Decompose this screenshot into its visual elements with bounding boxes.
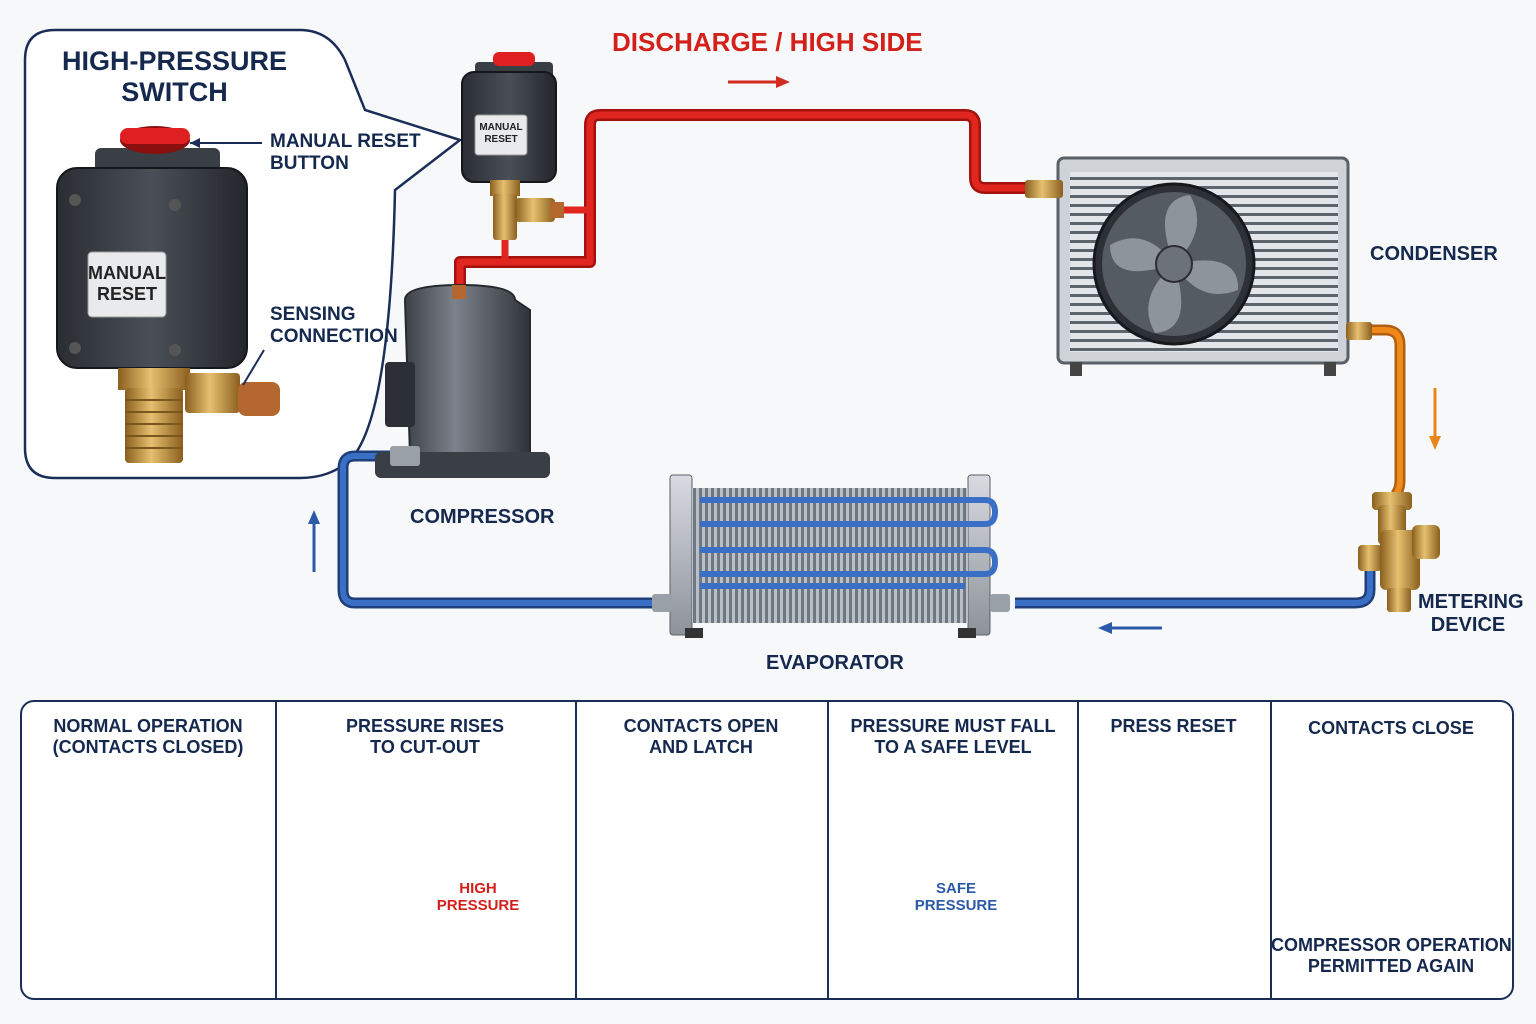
step-divider (1077, 702, 1079, 998)
step-3-title-line1: CONTACTS OPEN (623, 716, 779, 736)
condenser-label: CONDENSER (1370, 243, 1498, 265)
evaporator (652, 474, 1010, 638)
step-6-note-line2: PERMITTED AGAIN (1307, 955, 1475, 976)
callout-title: HIGH-PRESSURE SWITCH (62, 46, 287, 108)
callout-switch (56, 126, 280, 463)
step-1-title-line2: (CONTACTS CLOSED) (52, 736, 244, 757)
sequence-panel (20, 700, 1514, 1000)
callout-plate-line1: MANUAL (88, 263, 166, 283)
high-pressure-label: HIGH PRESSURE (430, 880, 526, 915)
step-5-title-line1: PRESS RESET (1110, 716, 1237, 736)
safe-gauge-line1: SAFE (935, 880, 976, 897)
leader-sensing (242, 349, 265, 386)
callout-plate-line2: RESET (96, 283, 157, 304)
step-2-title: PRESSURE RISES TO CUT-OUT (276, 716, 574, 757)
step-divider (827, 702, 829, 998)
step-6-title-line1: CONTACTS CLOSE (1308, 718, 1474, 738)
mounted-switch-plate: MANUAL RESET (475, 122, 527, 145)
high-gauge-line1: HIGH (459, 880, 497, 897)
step-6-title: CONTACTS CLOSE (1271, 718, 1511, 739)
condenser-unit (1025, 156, 1372, 376)
step-3-title: CONTACTS OPEN AND LATCH (576, 716, 826, 757)
compressor-label: COMPRESSOR (410, 506, 555, 528)
mounted-switch (461, 52, 564, 240)
callout-title-line2: SWITCH (121, 77, 228, 108)
step-2-title-line1: PRESSURE RISES (345, 716, 505, 736)
reset-button-icon (493, 52, 535, 66)
liquid-line (1370, 324, 1406, 499)
reset-button-label-line2: BUTTON (270, 152, 349, 174)
step-1-title-line1: NORMAL OPERATION (53, 716, 243, 736)
step-divider (575, 702, 577, 998)
step-4-title: PRESSURE MUST FALL TO A SAFE LEVEL (828, 716, 1078, 757)
step-4-title-line2: TO A SAFE LEVEL (874, 736, 1032, 757)
safe-pressure-label: SAFE PRESSURE (908, 880, 1004, 915)
safe-gauge-line2: PRESSURE (914, 897, 998, 915)
step-3-title-line2: AND LATCH (649, 736, 753, 757)
mounted-plate-line1: MANUAL (479, 122, 523, 133)
high-gauge-line2: PRESSURE (436, 897, 520, 915)
metering-label-line2: DEVICE (1430, 614, 1506, 636)
reset-button-label: MANUAL RESET BUTTON (270, 131, 421, 175)
step-2-title-line2: TO CUT-OUT (370, 736, 480, 757)
callout-title-line1: HIGH-PRESSURE (62, 46, 288, 76)
flow-arrow-icon (308, 76, 1441, 634)
metering-device-label: METERING DEVICE (1418, 591, 1524, 637)
metering-label-line1: METERING (1418, 591, 1524, 613)
step-1-title: NORMAL OPERATION (CONTACTS CLOSED) (22, 716, 274, 757)
step-divider (1270, 702, 1272, 998)
mounted-plate-line2: RESET (484, 133, 518, 145)
step-6-note: COMPRESSOR OPERATION PERMITTED AGAIN (1271, 935, 1512, 976)
sensing-label-line1: SENSING (270, 304, 356, 325)
sensing-connection-label: SENSING CONNECTION (270, 304, 398, 348)
discharge-label: DISCHARGE / HIGH SIDE (612, 27, 923, 57)
step-4-title-line1: PRESSURE MUST FALL (850, 716, 1056, 736)
metering-device (1358, 492, 1440, 612)
step-divider (275, 702, 277, 998)
compressor (375, 283, 550, 478)
fan-icon (1092, 182, 1256, 346)
step-6-note-line1: COMPRESSOR OPERATION (1271, 935, 1512, 955)
step-5-title: PRESS RESET (1078, 716, 1269, 737)
reset-button-icon (120, 128, 190, 144)
evaporator-label: EVAPORATOR (766, 652, 904, 674)
sensing-label-line2: CONNECTION (270, 325, 398, 347)
callout-plate: MANUAL RESET (88, 263, 166, 304)
reset-button-label-line1: MANUAL RESET (270, 131, 421, 152)
